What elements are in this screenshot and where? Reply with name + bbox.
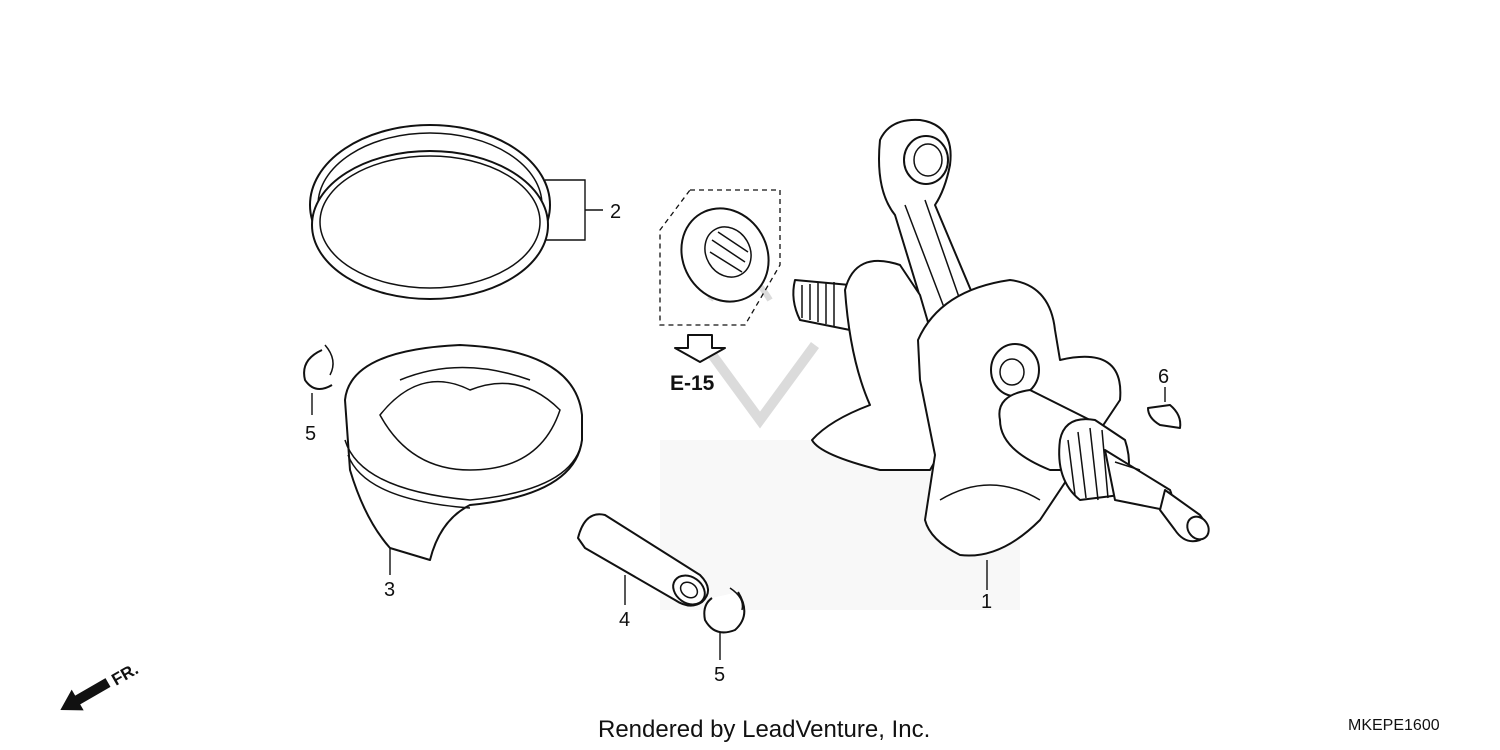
- front-direction-arrow: FR.: [60, 659, 142, 711]
- crankshaft[interactable]: [792, 118, 1213, 557]
- woodruff-key[interactable]: [1147, 404, 1182, 429]
- callout-1[interactable]: 1: [981, 591, 992, 613]
- callout-3[interactable]: 3: [384, 579, 395, 601]
- diagram-code: MKEPE1600: [1348, 717, 1440, 734]
- callout-4[interactable]: 4: [619, 609, 630, 631]
- piston-ring-set[interactable]: [309, 124, 551, 300]
- render-credit: Rendered by LeadVenture, Inc.: [598, 716, 931, 743]
- piston-pin[interactable]: [577, 513, 710, 610]
- bearing-reference-box[interactable]: [659, 189, 785, 326]
- reference-arrow: [674, 334, 726, 363]
- callout-5-left[interactable]: 5: [305, 423, 316, 445]
- pin-clip-right[interactable]: [703, 587, 746, 634]
- pin-clip-left[interactable]: [303, 344, 334, 390]
- callout-2[interactable]: 2: [610, 201, 621, 223]
- reference-label[interactable]: E-15: [670, 372, 715, 395]
- front-direction-label: FR.: [108, 659, 141, 689]
- callout-5-right[interactable]: 5: [714, 664, 725, 686]
- piston[interactable]: [344, 344, 583, 561]
- callout-2-bracket: [545, 179, 603, 241]
- callout-6[interactable]: 6: [1158, 366, 1169, 388]
